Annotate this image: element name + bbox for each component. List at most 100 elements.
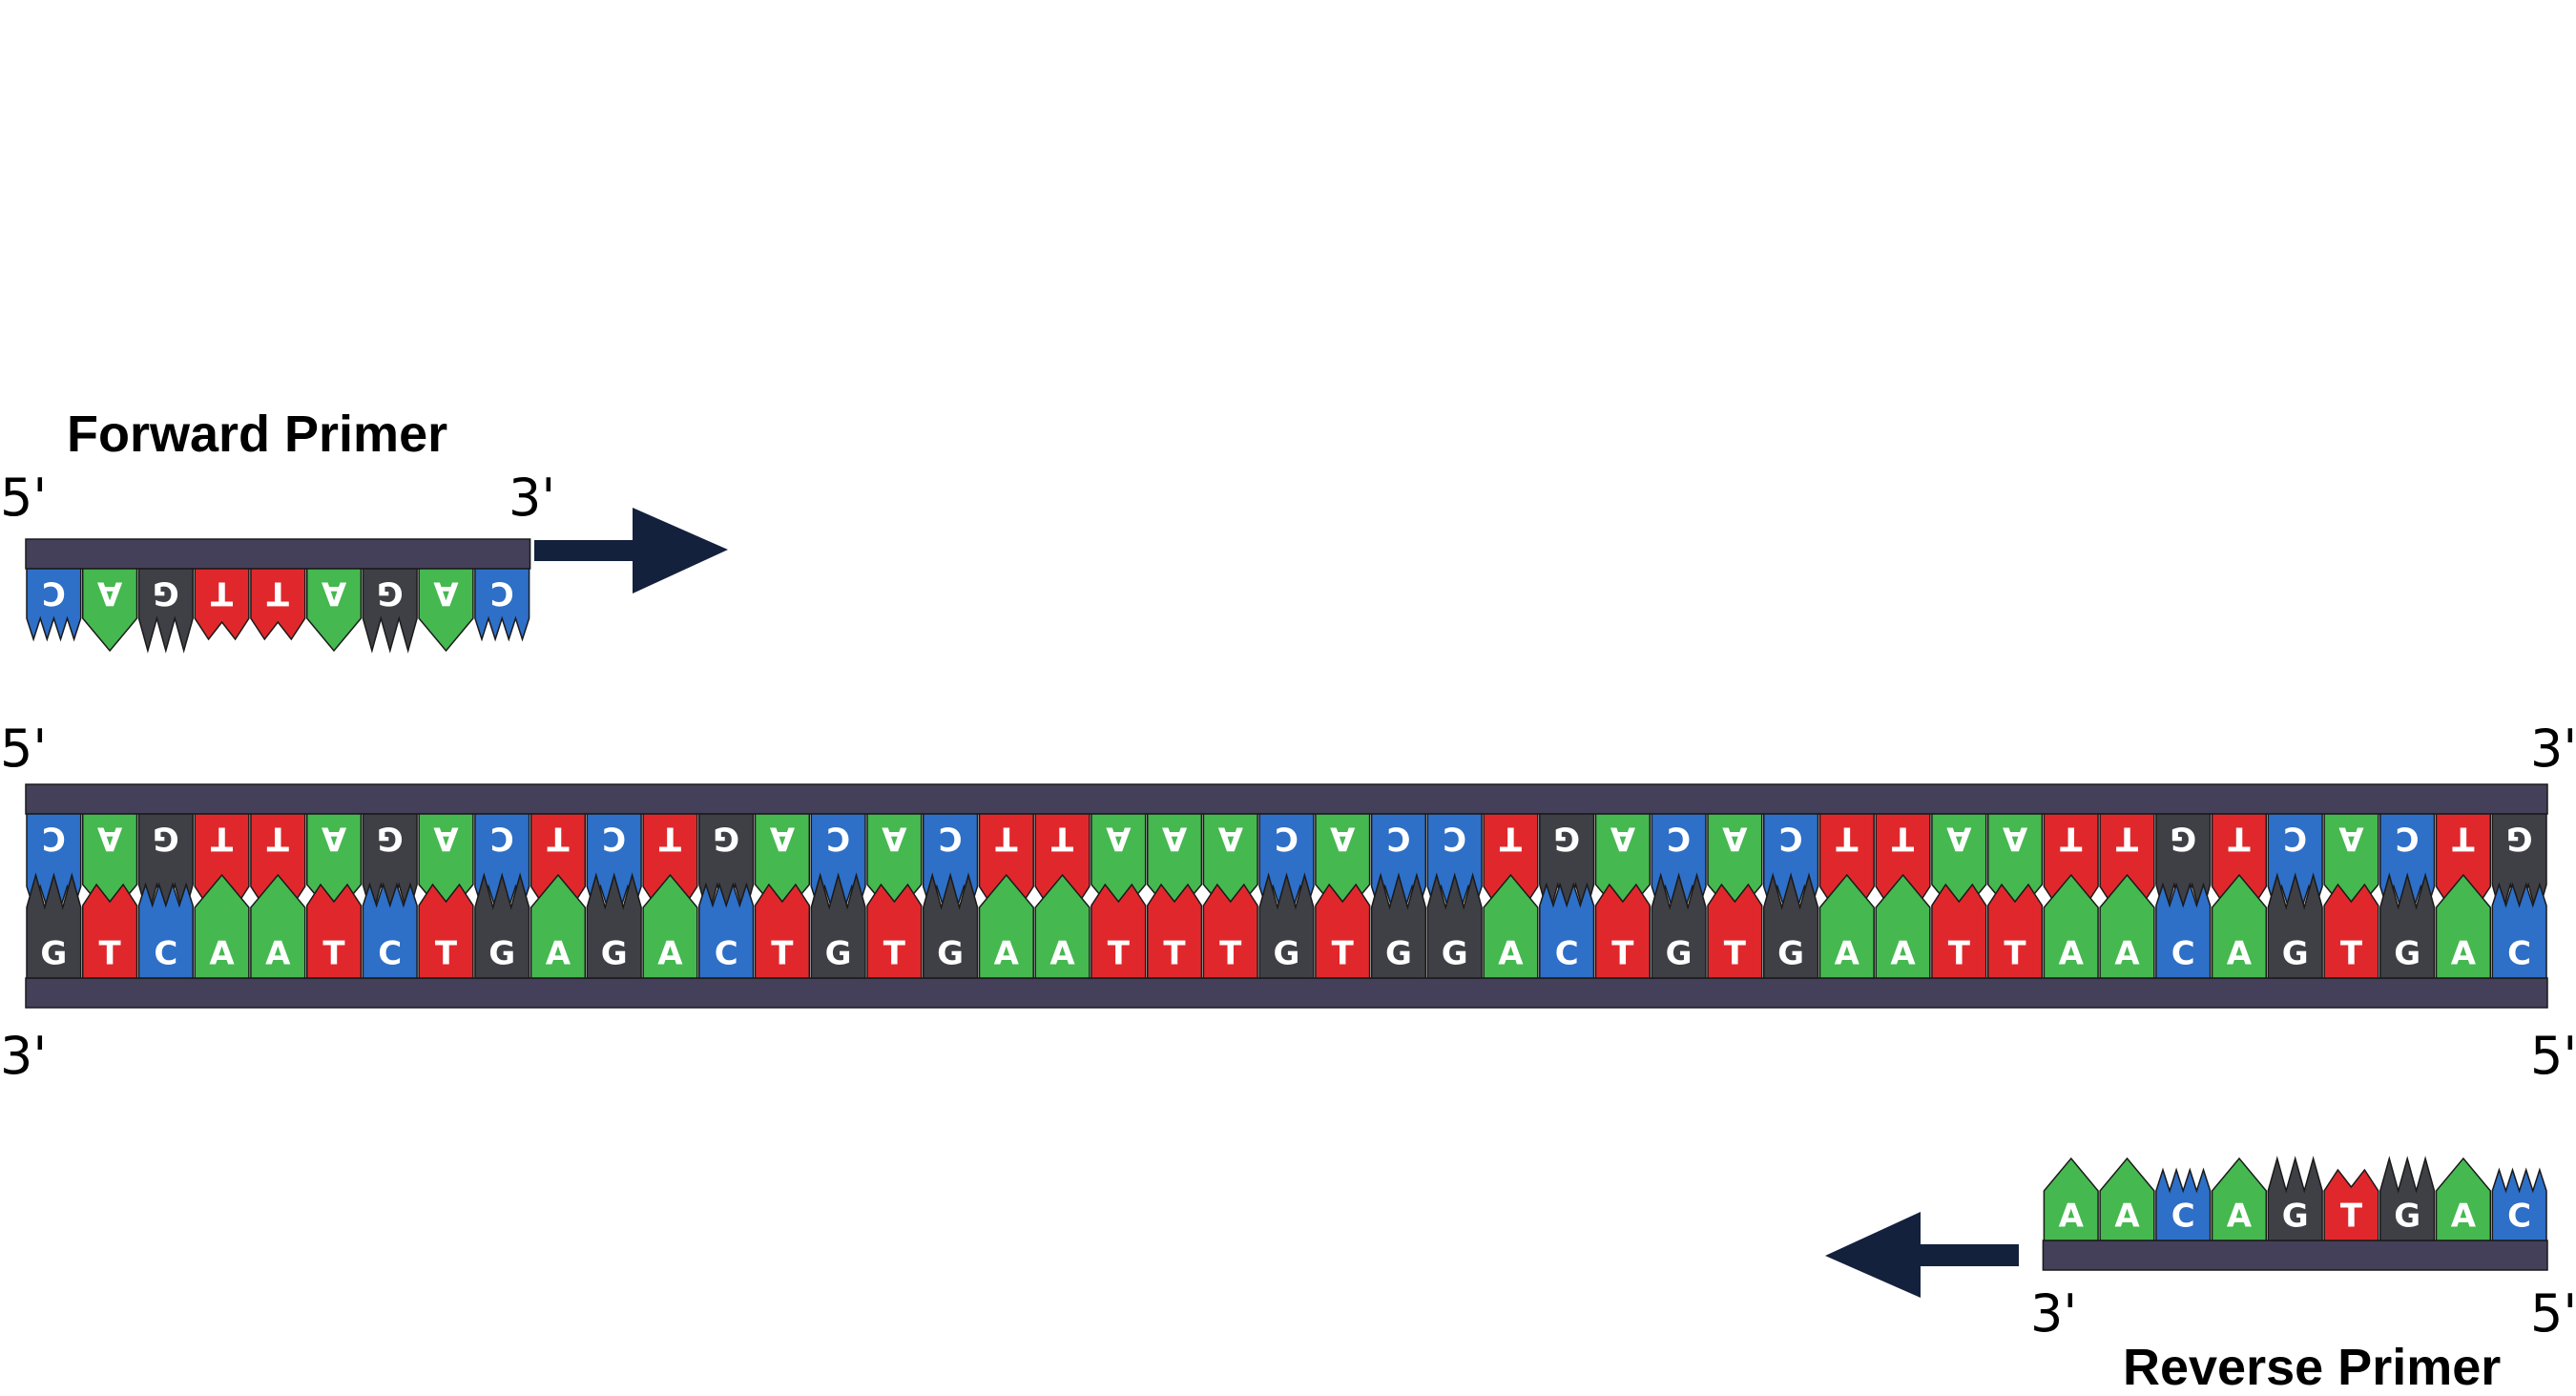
reverse-primer-3prime-label: 3' <box>2030 1283 2078 1344</box>
base-A-letter: A <box>2338 820 2364 858</box>
base-T-28: T <box>1594 883 1652 979</box>
reverse-primer-5prime-label: 5' <box>2530 1283 2576 1344</box>
base-T-34: T <box>1931 883 1987 979</box>
base-T-23: T <box>1315 883 1371 979</box>
base-T-shape <box>754 883 811 979</box>
base-C-letter: C <box>939 820 963 858</box>
forward-primer-5prime-label: 5' <box>0 468 48 528</box>
base-T-letter: T <box>883 935 906 973</box>
base-A-letter: A <box>1722 820 1748 858</box>
base-G-6: G <box>2379 1156 2436 1241</box>
base-T-20: T <box>1146 883 1203 979</box>
base-A-shape <box>418 568 474 653</box>
base-T-shape <box>866 883 923 979</box>
base-C-16: C <box>922 813 979 910</box>
base-C-44: C <box>2491 882 2547 979</box>
base-T-letter: T <box>1891 820 1914 858</box>
base-T-letter: T <box>266 820 289 858</box>
base-C-letter: C <box>715 935 738 973</box>
base-T-32: T <box>1818 813 1875 909</box>
base-C-letter: C <box>2171 1198 2195 1236</box>
base-G-shape <box>586 872 642 979</box>
base-A-letter: A <box>96 574 122 613</box>
base-T-shape <box>2323 883 2379 979</box>
forward-primer-3prime-label: 3' <box>509 468 556 528</box>
base-C-letter: C <box>42 574 66 613</box>
base-C-letter: C <box>1779 820 1803 858</box>
base-T-letter: T <box>2004 935 2026 973</box>
base-T-letter: T <box>1611 935 1634 973</box>
base-G-letter: G <box>377 574 404 613</box>
base-G-letter: G <box>713 820 739 858</box>
base-G-12: G <box>698 813 755 920</box>
base-G-letter: G <box>2170 820 2196 858</box>
base-A-letter: A <box>1835 935 1860 973</box>
base-A-5: A <box>305 568 363 653</box>
base-G-2: G <box>137 568 194 654</box>
base-T-shape <box>1707 883 1763 979</box>
base-C-letter: C <box>1443 820 1466 858</box>
base-C-letter: C <box>2507 1198 2531 1236</box>
base-G-0: G <box>26 872 82 979</box>
base-C-27: C <box>1539 882 1595 979</box>
base-G-letter: G <box>1442 935 1468 973</box>
base-C-letter: C <box>826 820 850 858</box>
base-G-38: G <box>2155 813 2212 920</box>
template-bottom-backbone <box>25 977 2548 1009</box>
base-C-10: C <box>586 813 642 910</box>
base-A-letter: A <box>1945 820 1971 858</box>
base-A-shape <box>2435 1156 2492 1241</box>
base-C-letter: C <box>490 574 514 613</box>
base-C-38: C <box>2155 882 2212 979</box>
base-A-shape <box>194 873 250 979</box>
base-A-shape <box>250 873 306 979</box>
base-G-shape <box>137 568 194 654</box>
base-G-letter: G <box>2282 1198 2309 1236</box>
base-C-letter: C <box>2396 820 2420 858</box>
base-C-2: C <box>2155 1167 2212 1241</box>
base-T-letter: T <box>210 574 233 613</box>
base-C-2: C <box>137 882 194 979</box>
base-T-letter: T <box>2115 820 2138 858</box>
base-T-15: T <box>866 883 923 979</box>
base-A-43: A <box>2435 873 2492 979</box>
base-A-26: A <box>1483 873 1539 979</box>
base-G-29: G <box>1651 872 1707 979</box>
base-C-letter: C <box>1275 820 1298 858</box>
base-C-letter: C <box>2507 935 2531 973</box>
base-A-letter: A <box>1049 935 1075 973</box>
base-T-4: T <box>250 813 306 909</box>
base-T-letter: T <box>1219 935 1242 973</box>
base-G-6: G <box>362 568 418 654</box>
base-T-3: T <box>194 568 250 641</box>
base-G-25: G <box>1426 872 1483 979</box>
base-A-3: A <box>2211 1156 2268 1241</box>
base-A-shape <box>2043 873 2099 979</box>
base-A-letter: A <box>2227 935 2253 973</box>
base-A-letter: A <box>96 820 122 858</box>
base-A-letter: A <box>433 574 459 613</box>
base-A-shape <box>2211 873 2268 979</box>
base-T-21: T <box>1202 883 1258 979</box>
base-T-letter: T <box>2340 935 2363 973</box>
base-A-shape <box>2099 873 2155 979</box>
base-G-shape <box>2267 872 2323 979</box>
base-A-0: A <box>2043 1156 2099 1241</box>
base-G-shape <box>1762 872 1819 979</box>
base-G-letter: G <box>1274 935 1300 973</box>
base-T-33: T <box>1875 813 1931 909</box>
base-A-letter: A <box>2059 935 2085 973</box>
direction-arrows <box>534 508 2019 1298</box>
base-A-letter: A <box>769 820 795 858</box>
base-C-8: C <box>2491 1167 2547 1241</box>
template-bottom-5prime-label: 5' <box>2530 1026 2576 1086</box>
base-C-shape <box>2155 882 2212 979</box>
base-C-29: C <box>1651 813 1707 910</box>
base-G-shape <box>26 872 82 979</box>
base-A-shape <box>1875 873 1931 979</box>
base-A-letter: A <box>1498 935 1524 973</box>
base-G-8: G <box>474 872 530 979</box>
base-A-letter: A <box>433 820 459 858</box>
